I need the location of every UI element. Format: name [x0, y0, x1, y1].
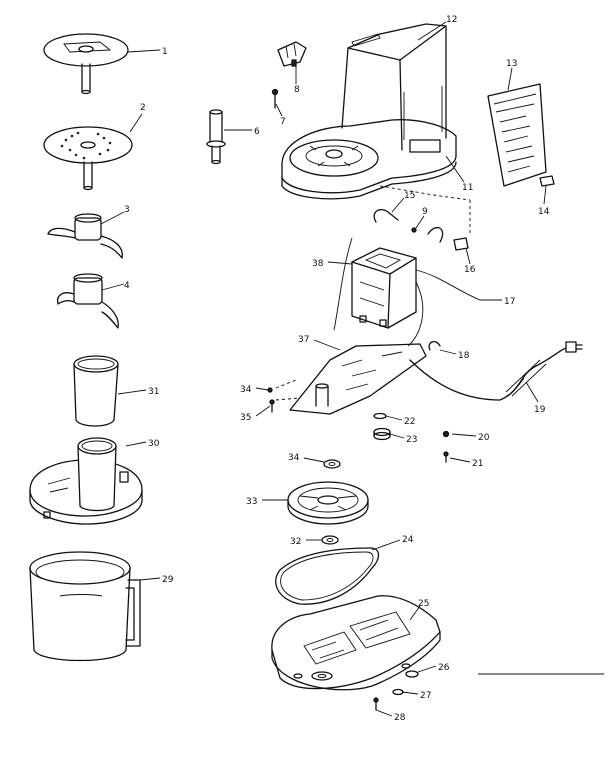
callout-34-screw: 34: [240, 385, 252, 395]
callout-labels: 1 2 3 4 6 7 8 9 11 12 13 14 15 16 17 18 …: [124, 15, 550, 723]
callout-9: 9: [422, 207, 428, 217]
washer-22: [373, 412, 387, 420]
callout-18: 18: [458, 351, 470, 361]
lead-wire-2: [407, 281, 424, 347]
washer-34: [323, 459, 341, 469]
callout-8: 8: [294, 85, 300, 95]
clip-16: [453, 237, 469, 251]
spring-clip: [427, 226, 444, 243]
work-bowl: [29, 551, 141, 662]
nut-20: [442, 430, 450, 438]
callout-6: 6: [254, 127, 260, 137]
callout-33: 33: [246, 497, 257, 507]
callout-34: 34: [288, 453, 300, 463]
food-pusher: [73, 355, 119, 427]
foot-26: [405, 670, 419, 678]
callout-23: 23: [406, 435, 417, 445]
callout-2: 2: [140, 103, 146, 113]
callout-27: 27: [420, 691, 431, 701]
foot-14: [539, 175, 555, 187]
clip-15: [373, 208, 399, 223]
callout-35: 35: [240, 413, 251, 423]
base-housing: [271, 595, 441, 691]
power-cord: [409, 341, 583, 401]
dough-blade: [56, 273, 119, 329]
callout-11: 11: [462, 183, 473, 193]
screw-guide: [275, 379, 301, 401]
leader-lines: [100, 21, 547, 717]
callout-3: 3: [124, 205, 130, 215]
callout-12: 12: [446, 15, 457, 25]
strain-relief-18: [428, 341, 441, 351]
shredding-disc: [43, 126, 133, 191]
motor-housing: [281, 23, 457, 200]
bowl-cover: [29, 437, 143, 525]
callout-13: 13: [506, 59, 517, 69]
screw-28: [373, 697, 379, 711]
screw-9: [411, 227, 417, 233]
nut-23: [373, 427, 391, 441]
drive-belt: [275, 547, 380, 605]
callout-25: 25: [418, 599, 429, 609]
callout-24: 24: [402, 535, 414, 545]
screw-7: [271, 88, 279, 109]
callout-4: 4: [124, 281, 130, 291]
callout-28: 28: [394, 713, 406, 723]
drive-shaft: [206, 109, 226, 165]
callout-20: 20: [478, 433, 490, 443]
callout-1: 1: [162, 47, 168, 57]
callout-7: 7: [280, 117, 286, 127]
callout-16: 16: [464, 265, 476, 275]
callout-15: 15: [404, 191, 415, 201]
chopping-blade: [47, 213, 123, 259]
callout-17: 17: [504, 297, 515, 307]
washer-32: [321, 535, 339, 545]
callout-29: 29: [162, 575, 174, 585]
screw-34: [267, 387, 273, 393]
motor: [351, 247, 417, 329]
drive-pulley: [287, 481, 369, 525]
callout-21: 21: [472, 459, 483, 469]
callout-14: 14: [538, 207, 550, 217]
switch: [277, 41, 307, 67]
lead-wire-3: [333, 237, 353, 331]
foot-27: [392, 688, 404, 696]
screw-35: [269, 399, 275, 413]
callout-22: 22: [404, 417, 415, 427]
instruction-label: [487, 83, 547, 187]
callout-31: 31: [148, 387, 159, 397]
screw-21: [443, 451, 449, 463]
lead-wire: [415, 269, 481, 301]
base-plate: [289, 343, 427, 415]
callout-32: 32: [290, 537, 301, 547]
assembly-guide: [379, 185, 471, 236]
callout-26: 26: [438, 663, 450, 673]
callout-38: 38: [312, 259, 324, 269]
slicing-disc: [43, 33, 129, 95]
callout-30: 30: [148, 439, 160, 449]
callout-37: 37: [298, 335, 309, 345]
callout-19: 19: [534, 405, 546, 415]
